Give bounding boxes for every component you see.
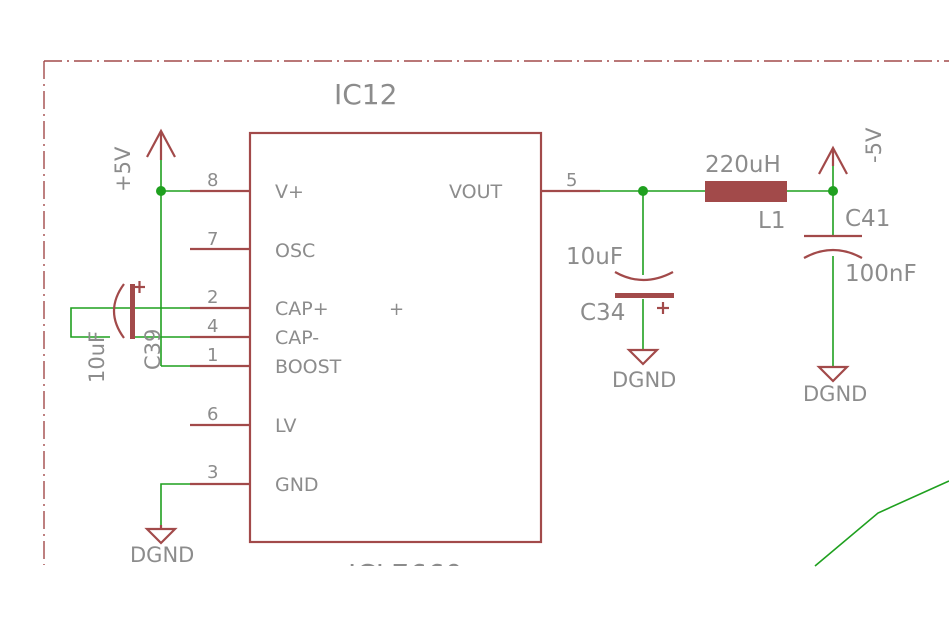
pin-number-3: 3 bbox=[207, 462, 218, 483]
pin-number-7: 7 bbox=[207, 229, 218, 250]
vout-net bbox=[600, 166, 838, 367]
pin-name-capplus: CAP+ bbox=[275, 298, 329, 320]
l1-inductor[interactable]: 220uH L1 bbox=[705, 152, 787, 234]
plus5v-supply[interactable]: +5V bbox=[111, 128, 176, 192]
dgnd-symbol-c34[interactable]: DGND bbox=[612, 348, 676, 392]
minus5v-supply[interactable]: -5V bbox=[818, 127, 886, 175]
c41-capacitor[interactable]: C41 100nF bbox=[803, 206, 917, 287]
pin-number-5: 5 bbox=[566, 170, 577, 191]
minus5v-label: -5V bbox=[862, 127, 886, 163]
pin-number-8: 8 bbox=[207, 170, 218, 191]
pin-name-vplus: V+ bbox=[275, 181, 304, 203]
pin-number-2: 2 bbox=[207, 287, 218, 308]
c34-value: 10uF bbox=[566, 244, 623, 270]
center-mark: + bbox=[389, 299, 404, 320]
pin-name-osc: OSC bbox=[275, 240, 315, 262]
pin-name-boost: BOOST bbox=[275, 356, 342, 378]
stray-wire bbox=[814, 480, 949, 567]
c39-value: 10uF bbox=[85, 331, 109, 383]
pin-name-vout: VOUT bbox=[449, 181, 503, 203]
pin-name-gnd: GND bbox=[275, 474, 319, 496]
l1-value: 220uH bbox=[705, 152, 781, 178]
pin-name-lv: LV bbox=[275, 415, 297, 437]
c34-capacitor[interactable]: 10uF C34 bbox=[566, 244, 674, 326]
plus5v-label: +5V bbox=[111, 146, 135, 192]
dgnd-c34-label: DGND bbox=[612, 368, 676, 392]
l1-ref: L1 bbox=[758, 208, 785, 234]
c41-value: 100nF bbox=[845, 261, 917, 287]
ic12-pins bbox=[190, 189, 600, 486]
dgnd-symbol-left[interactable]: DGND bbox=[130, 525, 194, 567]
sheet-frame bbox=[43, 60, 949, 565]
c39-capacitor[interactable]: 10uF C39 bbox=[85, 281, 165, 383]
ic12-ref: IC12 bbox=[334, 78, 397, 111]
pin-name-capminus: CAP- bbox=[275, 327, 319, 349]
dgnd-symbol-c41[interactable]: DGND bbox=[803, 365, 867, 406]
pin-number-6: 6 bbox=[207, 404, 218, 425]
dgnd-left-label: DGND bbox=[130, 543, 194, 567]
pin-number-1: 1 bbox=[207, 345, 218, 366]
dgnd-c41-label: DGND bbox=[803, 382, 867, 406]
c41-ref: C41 bbox=[845, 206, 890, 232]
c34-ref: C34 bbox=[580, 300, 625, 326]
c39-ref: C39 bbox=[141, 329, 165, 370]
pin-number-4: 4 bbox=[207, 316, 218, 337]
